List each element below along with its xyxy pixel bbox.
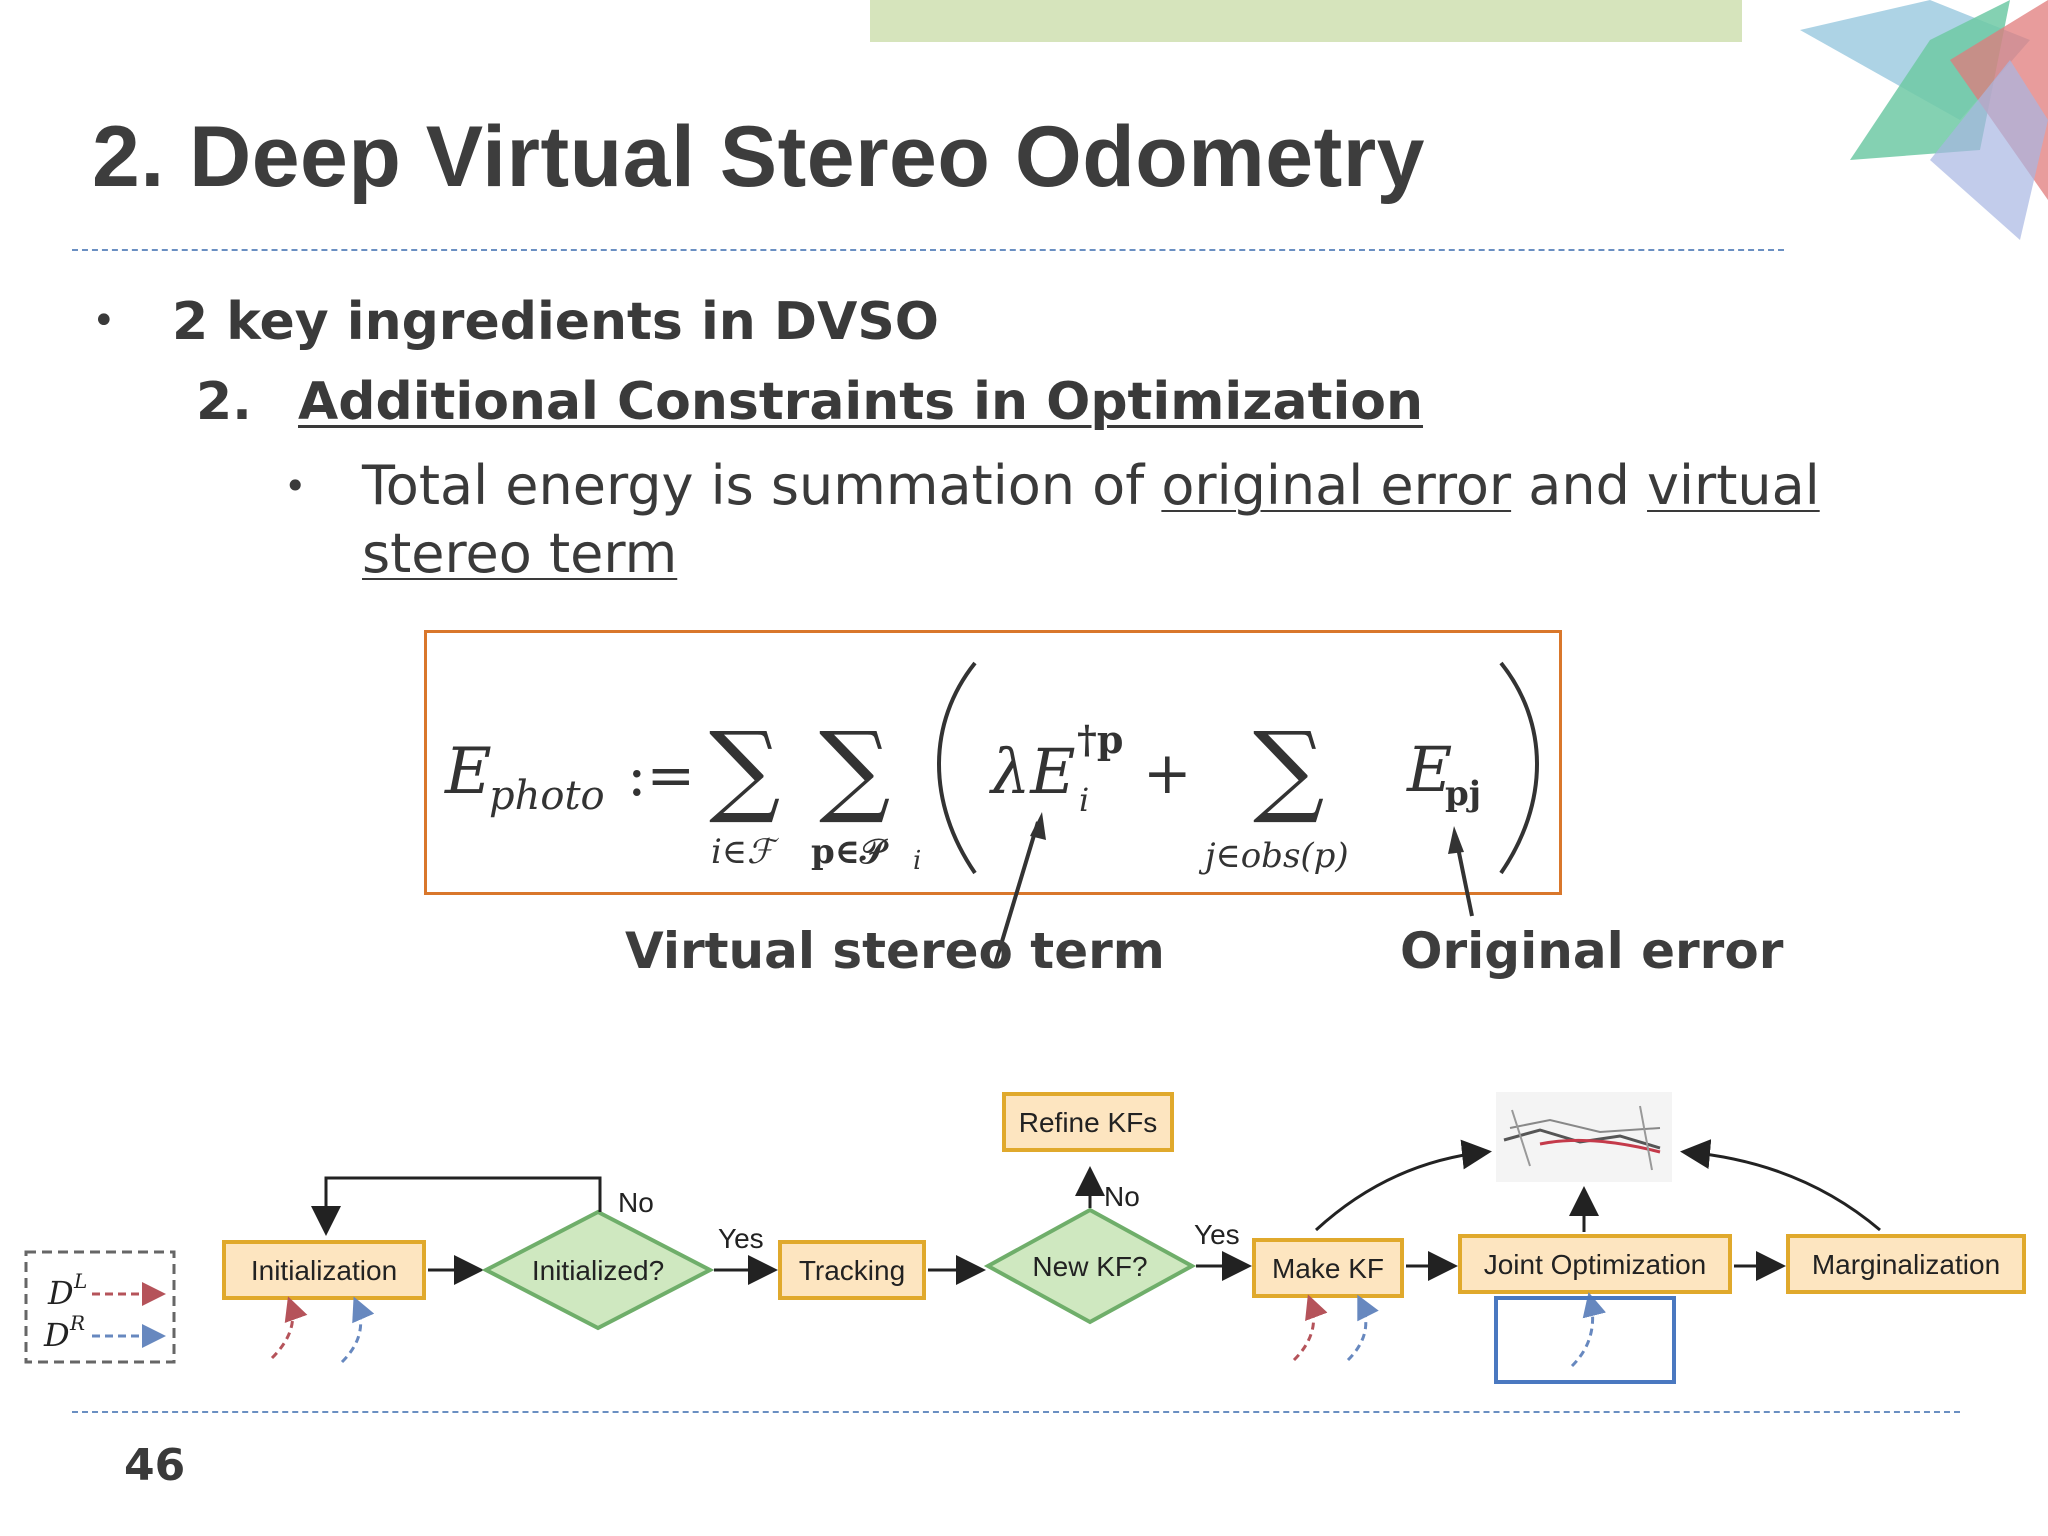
marginalization-label: Marginalization xyxy=(1812,1249,2000,1280)
last-term-sub: pj xyxy=(1445,774,1481,814)
subheading-link: Additional Constraints in Optimization xyxy=(298,372,1424,432)
eq-lhs-sub: photo xyxy=(489,773,605,819)
pipeline-diagram: D L D R Initialization Initialized? No Y… xyxy=(24,1092,2026,1384)
left-paren xyxy=(937,661,977,875)
original-error-phrase: original error xyxy=(1161,454,1512,517)
red-input-arrow xyxy=(1292,1294,1328,1362)
input-left-label: D xyxy=(47,1274,74,1312)
no-label-2: No xyxy=(1104,1181,1140,1212)
initialization-node xyxy=(222,1240,426,1300)
corner-decoration xyxy=(1800,0,2048,240)
bullet-text: Total energy is summation of original er… xyxy=(362,452,1922,588)
top-accent-bar xyxy=(870,0,1742,42)
no-loop-arrow xyxy=(311,1176,602,1236)
make-kf-label: Make KF xyxy=(1272,1253,1384,1284)
blue-input-arrow xyxy=(340,1296,375,1364)
lambda-term: λE xyxy=(988,735,1076,808)
blue-input-arrow xyxy=(1570,1292,1607,1368)
sum-symbol-1: ∑ xyxy=(709,710,780,827)
input-right-sup: R xyxy=(69,1311,85,1335)
text-segment: Total energy is summation of xyxy=(362,454,1162,517)
blue-input-arrow xyxy=(1346,1294,1379,1362)
bullet-text: 2 key ingredients in DVSO xyxy=(172,292,939,352)
virtual-stereo-callout: Virtual stereo term xyxy=(625,922,1165,980)
text-segment: and xyxy=(1511,454,1648,517)
tracking-label: Tracking xyxy=(799,1255,905,1286)
original-error-callout: Original error xyxy=(1400,922,1784,980)
sum-2-sub: p∈𝒫 xyxy=(811,832,889,872)
sum-1-sub: i∈ℱ xyxy=(711,832,780,872)
eq-lhs: E xyxy=(444,735,492,809)
yes-label-2: Yes xyxy=(1194,1219,1240,1250)
sum-2-sub-index: i xyxy=(913,846,921,876)
new-kf-label: New KF? xyxy=(1032,1251,1147,1282)
lambda-sub: i xyxy=(1079,781,1089,819)
curve-arrow xyxy=(1680,1139,1881,1232)
title-divider xyxy=(72,249,1784,251)
initialized-decision xyxy=(481,1209,715,1331)
joint-optimization-label: Joint Optimization xyxy=(1484,1249,1707,1280)
virtual-stereo-phrase: virtual stereo term xyxy=(362,454,1820,585)
yes-label-1: Yes xyxy=(718,1223,764,1254)
curve-arrow xyxy=(1314,1139,1492,1232)
footer-divider xyxy=(72,1411,1960,1413)
input-right-label: D xyxy=(43,1316,70,1354)
map-thumbnail xyxy=(1496,1092,1672,1182)
slide-title: 2. Deep Virtual Stereo Odometry xyxy=(92,109,1426,205)
initialization-label: Initialization xyxy=(251,1255,397,1286)
sum-3-sub: j∈obs(p) xyxy=(1198,836,1349,876)
page-number: 46 xyxy=(124,1440,186,1491)
eq-plus: + xyxy=(1143,739,1192,807)
no-label-1: No xyxy=(618,1187,654,1218)
bullet-marker: • xyxy=(92,298,116,344)
energy-equation: E photo := ∑ i∈ℱ ∑ p∈𝒫 i λE †p i + ∑ j∈o… xyxy=(444,661,1539,876)
joint-optimization-node xyxy=(1458,1234,1732,1294)
red-input-arrow xyxy=(270,1296,308,1360)
make-kf-node xyxy=(1252,1238,1404,1298)
marginalization-node xyxy=(1786,1234,2026,1294)
last-term: E xyxy=(1406,733,1452,806)
highlight-box xyxy=(1494,1296,1676,1384)
eq-assign: := xyxy=(627,741,695,809)
tracking-node xyxy=(778,1240,926,1300)
initialized-label: Initialized? xyxy=(532,1255,664,1286)
refine-kfs-label: Refine KFs xyxy=(1019,1107,1158,1138)
list-number: 2. xyxy=(196,372,252,432)
bullet-marker: • xyxy=(284,464,307,508)
equation-box: E photo := ∑ i∈ℱ ∑ p∈𝒫 i λE †p i + ∑ j∈o… xyxy=(424,630,1562,895)
right-paren xyxy=(1499,661,1539,875)
sum-symbol-3: ∑ xyxy=(1253,710,1324,827)
refine-kfs-node xyxy=(1002,1092,1174,1152)
sum-symbol-2: ∑ xyxy=(819,710,890,827)
new-kf-decision xyxy=(983,1207,1197,1325)
lambda-sup: †p xyxy=(1077,717,1123,762)
input-left-sup: L xyxy=(73,1269,87,1293)
